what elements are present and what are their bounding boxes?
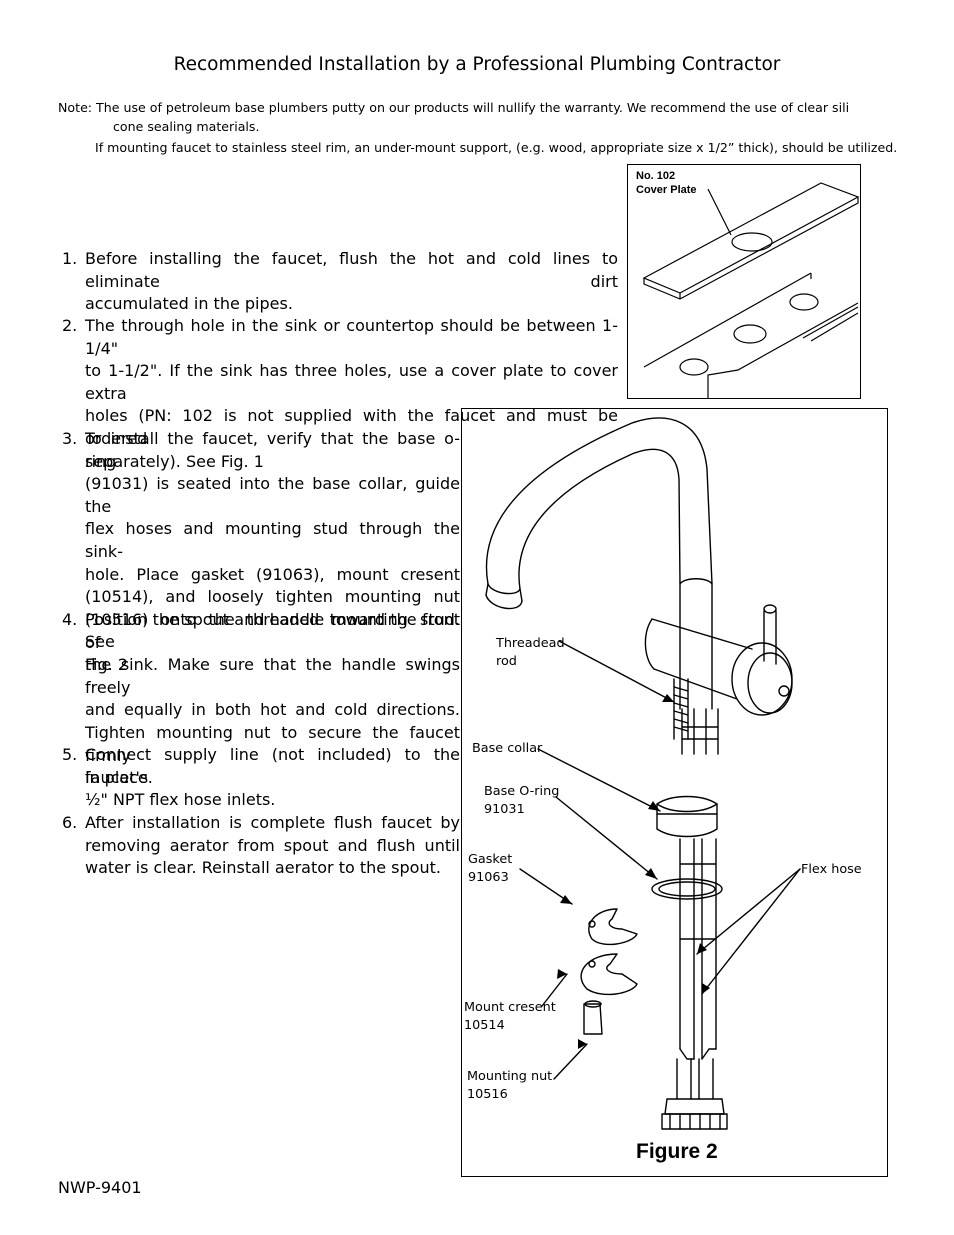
step-text-line: hole. Place gasket (91063), mount cresen… [85, 564, 460, 584]
step-text-line: Before installing the faucet, flush the … [85, 249, 618, 291]
step-text-line: The through hole in the sink or countert… [85, 316, 618, 358]
note-line-2: cone sealing materials. [113, 119, 260, 134]
faucet-exploded-drawing [485, 417, 801, 1130]
label-base-oring-1: Base O-ring [484, 784, 560, 799]
figure-1-cover-plate: No. 102 Cover Plate [627, 164, 861, 399]
step-text-line: water is clear. Reinstall aerator to the… [85, 858, 441, 878]
label-base-oring-2: 91031 [484, 802, 525, 817]
step-text-line: flex hoses and mounting stud through the… [85, 519, 460, 561]
step-text-line: and equally in both hot and cold directi… [85, 700, 460, 720]
figure-1-label-line-1: No. 102 [636, 170, 676, 182]
label-mount-cresent-1: Mount cresent [464, 1000, 556, 1015]
step-number: 5. [62, 745, 78, 764]
page-title: Recommended Installation by a Profession… [173, 54, 781, 75]
step-text-line: ½" NPT flex hose inlets. [85, 790, 276, 810]
figure-1-label-line-2: Cover Plate [636, 184, 697, 196]
figure-2-caption: Figure 2 [636, 1140, 718, 1163]
note-line-1: Note: The use of petroleum base plumbers… [58, 100, 850, 115]
step-text-line: accumulated in the pipes. [85, 294, 293, 314]
step-text-line: Position the spout and handle toward the… [85, 610, 460, 652]
label-mounting-nut-2: 10516 [467, 1087, 508, 1102]
label-gasket-2: 91063 [468, 870, 509, 885]
label-threaded-rod-2: rod [496, 654, 517, 669]
document-id: NWP-9401 [58, 1178, 142, 1197]
step-text-line: To install the faucet, verify that the b… [85, 429, 460, 471]
label-flex-hose: Flex hose [801, 862, 862, 877]
step-text-line: in place. [85, 768, 153, 788]
step-text-line: holes (PN: 102 is not supplied with the … [85, 406, 618, 448]
label-threaded-rod-1: Threadead [496, 636, 565, 651]
step-text-line: (91031) is seated into the base collar, … [85, 474, 460, 516]
step-text-line: Fig. 2 [85, 654, 128, 674]
label-gasket-1: Gasket [468, 852, 513, 867]
step-number: 1. [62, 249, 78, 268]
cover-plate-drawing [642, 182, 860, 399]
label-base-collar: Base collar [472, 741, 543, 756]
step-number: 6. [62, 813, 78, 832]
label-mounting-nut-1: Mounting nut [467, 1069, 553, 1084]
step-number: 4. [62, 610, 78, 629]
step-text-line: (10516) onto the threaded mounting stud.… [85, 609, 460, 652]
note-line-3: If mounting faucet to stainless steel ri… [95, 140, 898, 155]
figure-2-faucet-exploded: Threadead rod Base collar Base O-ring 91… [461, 408, 888, 1177]
step-text-line: removing aerator from spout and flush un… [85, 835, 460, 855]
step-text-line: After installation is complete flush fau… [85, 813, 460, 832]
step-text-line: the sink. Make sure that the handle swin… [85, 655, 460, 697]
step-text-line: Tighten mounting nut to secure the fauce… [85, 722, 460, 765]
step-text-line: Connect supply line (not included) to th… [85, 745, 460, 787]
step-text-line: separately). See Fig. 1 [85, 451, 264, 471]
step-text-line: (10514), and loosely tighten mounting nu… [85, 587, 460, 607]
step-number: 2. [62, 316, 78, 335]
label-mount-cresent-2: 10514 [464, 1018, 505, 1033]
step-number: 3. [62, 429, 78, 448]
step-text-line: to 1-1/2". If the sink has three holes, … [85, 361, 618, 403]
